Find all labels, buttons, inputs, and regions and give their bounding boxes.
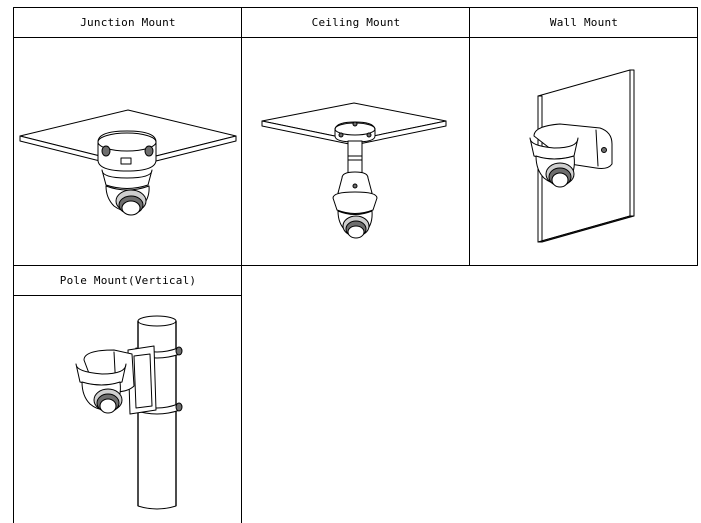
mount-cell-junction: Junction Mount xyxy=(14,8,242,266)
mount-cell-ceiling: Ceiling Mount xyxy=(242,8,470,266)
mount-title-wall: Wall Mount xyxy=(470,8,698,38)
pole-mount-illustration xyxy=(14,296,242,523)
mount-title-ceiling: Ceiling Mount xyxy=(242,8,470,38)
mount-cell-pole-vertical: Pole Mount(Vertical) xyxy=(14,266,242,523)
mount-title-pole-vertical: Pole Mount(Vertical) xyxy=(14,266,242,296)
ceiling-mount-illustration xyxy=(242,38,470,266)
mount-cell-wall: Wall Mount xyxy=(470,8,698,266)
junction-mount-illustration xyxy=(14,38,242,266)
mount-title-junction: Junction Mount xyxy=(14,8,242,38)
wall-mount-illustration xyxy=(470,38,698,266)
